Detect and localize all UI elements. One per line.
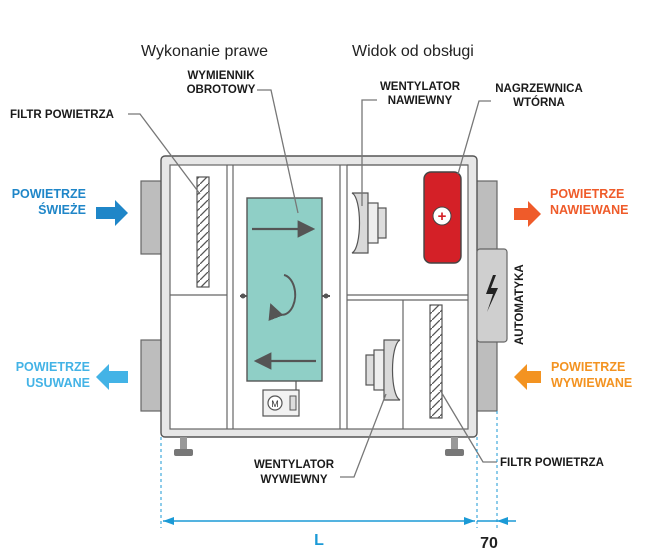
foot-left <box>174 449 193 456</box>
rotary-exchanger <box>246 197 323 382</box>
duct-extract <box>474 339 498 412</box>
header-right: Widok od obsługi <box>352 43 474 60</box>
exchanger-label-1: WYMIENNIK <box>187 70 255 82</box>
motor-icon <box>267 395 283 411</box>
fresh-air-arrow-icon <box>96 200 128 226</box>
filter-bottom-label: FILTR POWIETRZA <box>500 457 604 469</box>
supply-air-arrow-icon <box>514 201 541 227</box>
duct-fresh <box>140 180 164 255</box>
lightning-icon <box>486 275 498 312</box>
exhaust-fan-label-2: WYWIEWNY <box>260 474 327 486</box>
supply-fan-leader <box>361 99 377 206</box>
filter-top-label: FILTR POWIETRZA <box>10 109 114 121</box>
plus-icon <box>432 206 452 226</box>
rotation-arrow-icon <box>268 274 297 321</box>
filter-bottom-element <box>429 304 443 419</box>
exhaust-fan-label-1: WENTYLATOR <box>254 459 335 471</box>
extract-air-label-2: WYWIEWANE <box>551 376 632 390</box>
heater-plus-label: + <box>438 208 447 225</box>
removed-air-arrow-icon <box>96 364 128 390</box>
supply-air-label-1: POWIETRZE <box>550 187 624 201</box>
removed-air-label-1: POWIETRZE <box>16 360 90 374</box>
exhaust-fan <box>365 339 401 401</box>
dimension-70-label: 70 <box>480 535 498 552</box>
foot-right <box>445 449 464 456</box>
fresh-air-label-1: POWIETRZE <box>12 187 86 201</box>
supply-air-label-2: NAWIEWANE <box>550 203 628 217</box>
dimension-l-label: L <box>314 532 324 549</box>
heater-label-2: WTÓRNA <box>513 96 565 109</box>
duct-supply <box>474 180 498 255</box>
filter-top-leader <box>128 113 201 195</box>
automation-label: AUTOMATYKA <box>514 264 526 345</box>
supply-fan <box>351 192 387 254</box>
filter-bottom-leader <box>439 389 497 463</box>
filter-top-element <box>196 176 210 288</box>
heater-label-1: NAGRZEWNICA <box>495 83 583 95</box>
heater-leader <box>457 100 491 175</box>
exchanger-leader <box>257 89 299 214</box>
removed-air-label-2: USUWANE <box>26 376 90 390</box>
automation-box <box>476 248 508 343</box>
supply-fan-label-2: NAWIEWNY <box>388 95 453 107</box>
header-left: Wykonanie prawe <box>141 43 268 60</box>
extract-air-arrow-icon <box>514 364 541 390</box>
fresh-air-label-2: ŚWIEŻE <box>38 202 86 217</box>
motor-label: M <box>271 399 279 409</box>
supply-fan-label-1: WENTYLATOR <box>380 81 461 93</box>
exchanger-label-2: OBROTOWY <box>187 84 256 96</box>
extract-air-label-1: POWIETRZE <box>551 360 625 374</box>
exhaust-fan-leader <box>340 393 387 478</box>
duct-removed <box>140 339 164 412</box>
